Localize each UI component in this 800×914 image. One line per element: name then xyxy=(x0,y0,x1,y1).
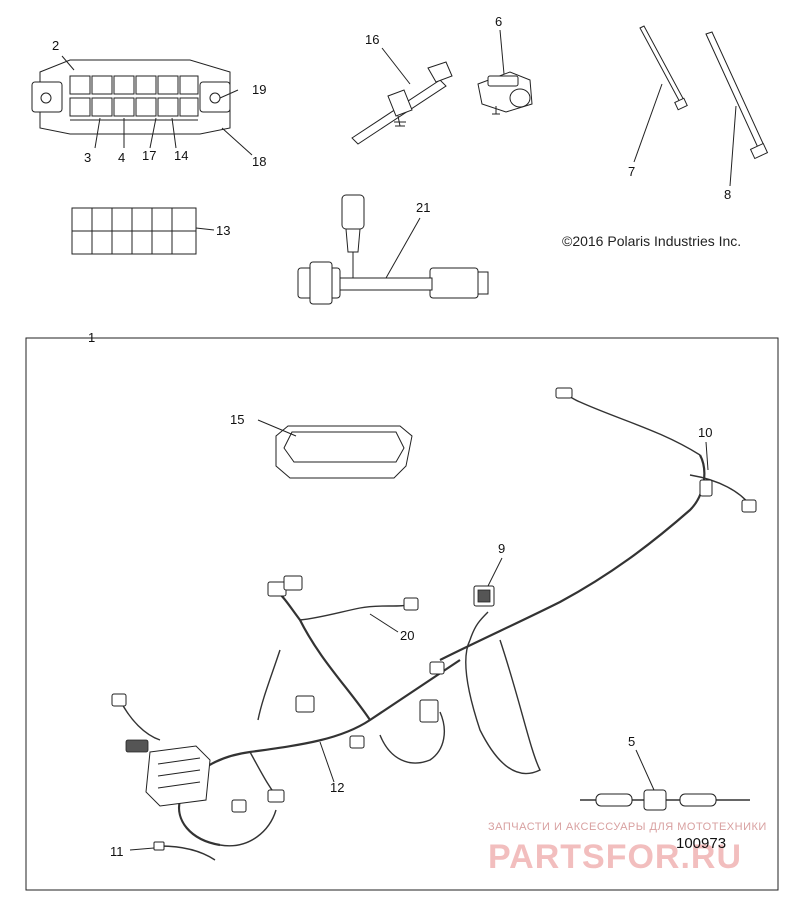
callout-7: 7 xyxy=(628,164,635,179)
callout-13: 13 xyxy=(216,223,230,238)
adapter-harness xyxy=(297,194,489,305)
cable-tie-7 xyxy=(639,25,688,111)
callout-4: 4 xyxy=(118,150,125,165)
callout-5: 5 xyxy=(628,734,635,749)
harness-connectors xyxy=(111,387,757,851)
copyright-text: ©2016 Polaris Industries Inc. xyxy=(562,233,741,249)
callout-15: 15 xyxy=(230,412,244,427)
callout-3: 3 xyxy=(84,150,91,165)
inline-fuse xyxy=(580,789,750,811)
harness-frame xyxy=(25,337,779,891)
callout-8: 8 xyxy=(724,187,731,202)
callout-19: 19 xyxy=(252,82,266,97)
callout-2: 2 xyxy=(52,38,59,53)
callout-20: 20 xyxy=(400,628,414,643)
callout-11: 11 xyxy=(110,844,124,859)
harness-fuse-block xyxy=(125,739,211,807)
watermark-brand: PARTSFOR.RU xyxy=(488,838,742,876)
callout-16: 16 xyxy=(365,32,379,47)
main-wire-harness xyxy=(119,393,751,861)
diagram-part-number: 100973 xyxy=(676,835,726,852)
watermark-tagline: ЗАПЧАСТИ И АКСЕССУАРЫ ДЛЯ МОТОТЕХНИКИ xyxy=(488,821,767,833)
callout-14: 14 xyxy=(174,148,188,163)
cable-tie-8 xyxy=(705,31,769,160)
fuse-box-cover xyxy=(275,425,413,479)
callout-17: 17 xyxy=(142,148,156,163)
callout-21: 21 xyxy=(416,200,430,215)
callout-12: 12 xyxy=(330,780,344,795)
callout-1: 1 xyxy=(88,330,95,345)
callout-6: 6 xyxy=(495,14,502,29)
relay-slots xyxy=(69,75,199,117)
fuse-relay-box xyxy=(31,59,231,135)
connector-6 xyxy=(477,71,533,115)
callout-labels: 2 19 3 4 17 14 18 16 6 7 8 13 21 1 15 10… xyxy=(52,14,731,859)
callout-9: 9 xyxy=(498,541,505,556)
callout-10: 10 xyxy=(698,425,712,440)
fuse-label-decal xyxy=(71,207,197,255)
connector-9 xyxy=(473,585,495,607)
cable-tie-anchor xyxy=(351,61,453,145)
callout-18: 18 xyxy=(252,154,266,169)
